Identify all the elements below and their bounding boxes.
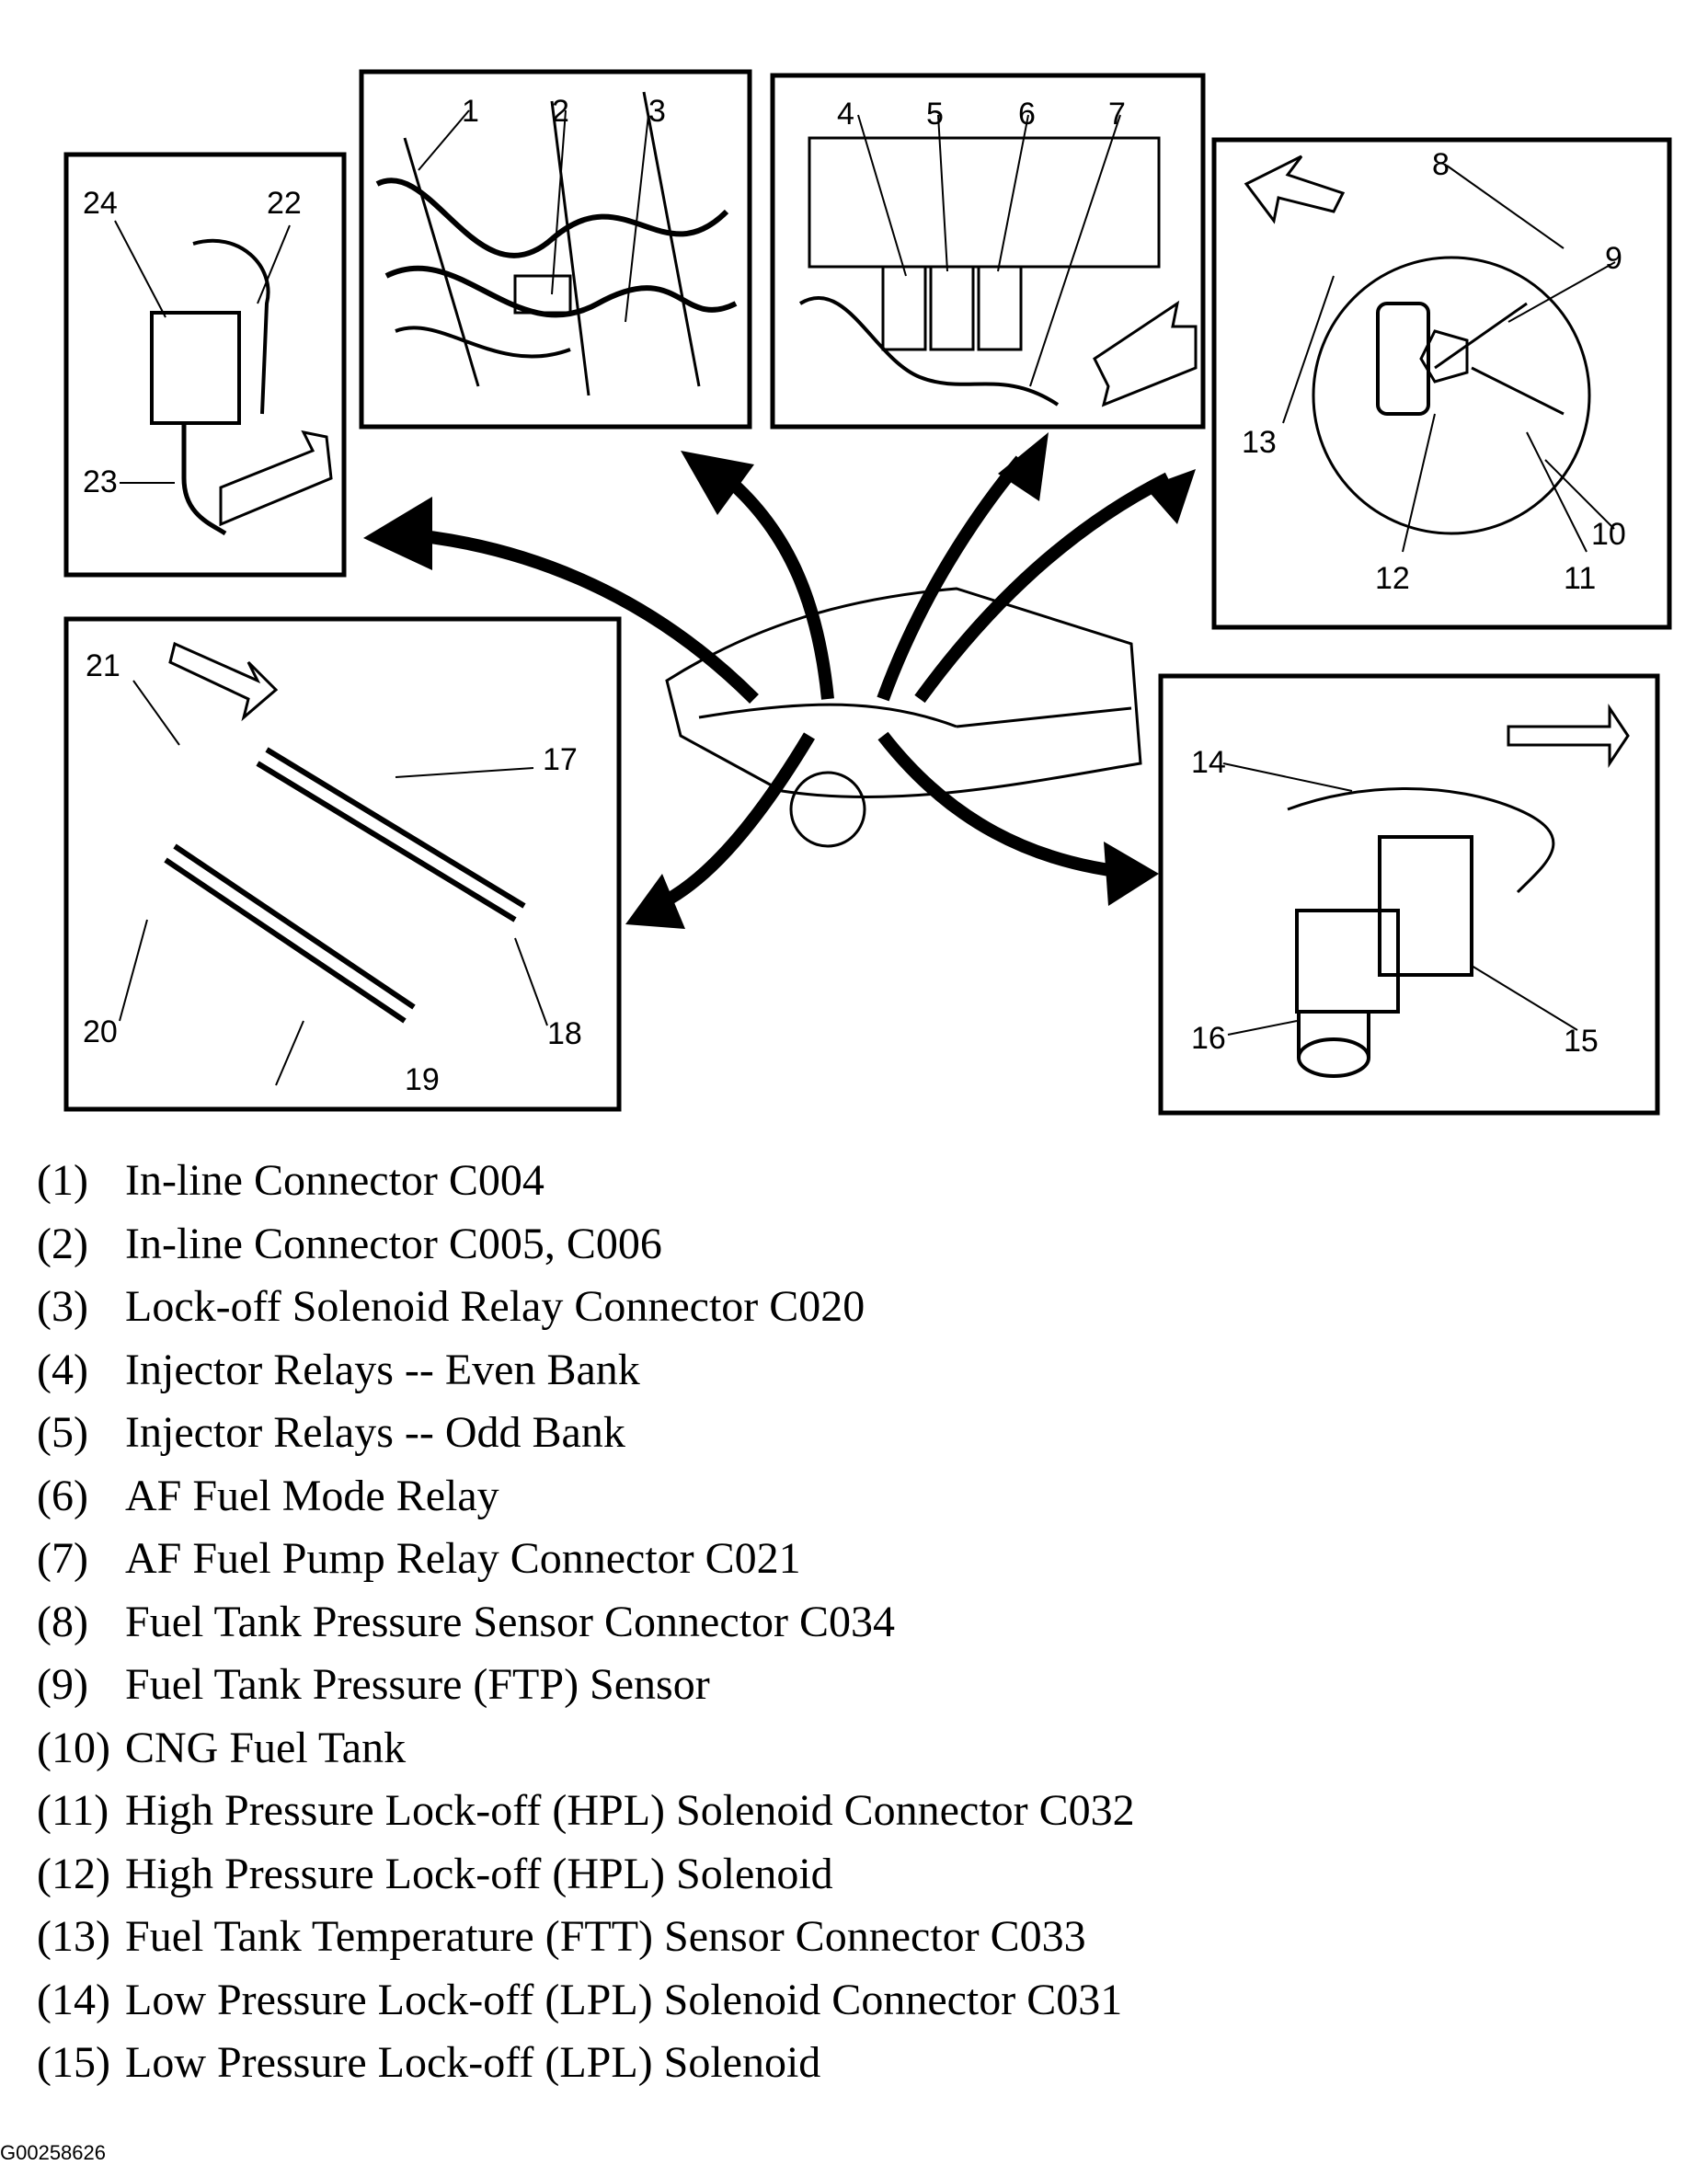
panel-module — [63, 152, 347, 578]
legend-item: (10)CNG Fuel Tank — [37, 1723, 407, 1772]
component-legend: (1)In-line Connector C004 (2)In-line Con… — [37, 1150, 1674, 2095]
callout-9: 9 — [1605, 241, 1622, 276]
figure-id: G00258626 — [0, 2141, 106, 2164]
callout-12: 12 — [1375, 561, 1410, 596]
legend-item: (11)High Pressure Lock-off (HPL) Solenoi… — [37, 1786, 1135, 1835]
callout-2: 2 — [552, 94, 569, 129]
callout-13: 13 — [1242, 425, 1277, 460]
callout-10: 10 — [1591, 517, 1626, 552]
callout-20: 20 — [83, 1014, 118, 1049]
legend-item: (4)Injector Relays -- Even Bank — [37, 1345, 640, 1394]
legend-item: (8)Fuel Tank Pressure Sensor Connector C… — [37, 1597, 895, 1646]
panel-fuel-rails — [63, 616, 622, 1112]
vehicle-outline — [665, 587, 1142, 848]
legend-item: (6)AF Fuel Mode Relay — [37, 1471, 499, 1520]
callout-24: 24 — [83, 186, 118, 221]
legend-item: (12)High Pressure Lock-off (HPL) Solenoi… — [37, 1849, 833, 1898]
callout-17: 17 — [543, 742, 578, 777]
component-locator-diagram: 1 2 3 4 5 6 7 8 9 10 11 12 13 14 15 16 1… — [63, 69, 1672, 1116]
pointer-arrows — [395, 455, 1172, 917]
callout-4: 4 — [837, 97, 854, 132]
panel-lpl-solenoid — [1158, 673, 1660, 1116]
callout-7: 7 — [1108, 97, 1126, 132]
legend-item: (7)AF Fuel Pump Relay Connector C021 — [37, 1534, 801, 1583]
legend-item: (15)Low Pressure Lock-off (LPL) Solenoid — [37, 2038, 821, 2087]
legend-item: (9)Fuel Tank Pressure (FTP) Sensor — [37, 1660, 710, 1709]
panel-inline-connectors — [359, 69, 752, 430]
legend-item: (2)In-line Connector C005, C006 — [37, 1219, 662, 1268]
callout-1: 1 — [462, 94, 479, 129]
legend-item: (3)Lock-off Solenoid Relay Connector C02… — [37, 1282, 865, 1331]
callout-3: 3 — [648, 94, 666, 129]
callout-11: 11 — [1564, 561, 1596, 596]
callout-16: 16 — [1191, 1021, 1226, 1056]
panel-relays — [770, 73, 1206, 430]
callout-15: 15 — [1564, 1024, 1599, 1059]
callout-6: 6 — [1018, 97, 1036, 132]
callout-14: 14 — [1191, 745, 1226, 780]
arrowheads — [363, 432, 1196, 929]
callout-23: 23 — [83, 464, 118, 499]
legend-item: (14)Low Pressure Lock-off (LPL) Solenoid… — [37, 1975, 1123, 2024]
callout-5: 5 — [926, 97, 944, 132]
panel-fuel-tank — [1211, 137, 1672, 630]
legend-item: (5)Injector Relays -- Odd Bank — [37, 1408, 625, 1457]
legend-item: (1)In-line Connector C004 — [37, 1156, 544, 1205]
callout-18: 18 — [547, 1016, 582, 1051]
callout-21: 21 — [86, 648, 120, 683]
callout-8: 8 — [1432, 147, 1450, 182]
callout-22: 22 — [267, 186, 302, 221]
legend-item: (13)Fuel Tank Temperature (FTT) Sensor C… — [37, 1912, 1086, 1961]
callout-numbers: 1 2 3 4 5 6 7 8 9 10 11 12 13 14 15 16 1… — [83, 94, 1626, 1097]
callout-19: 19 — [405, 1062, 440, 1097]
